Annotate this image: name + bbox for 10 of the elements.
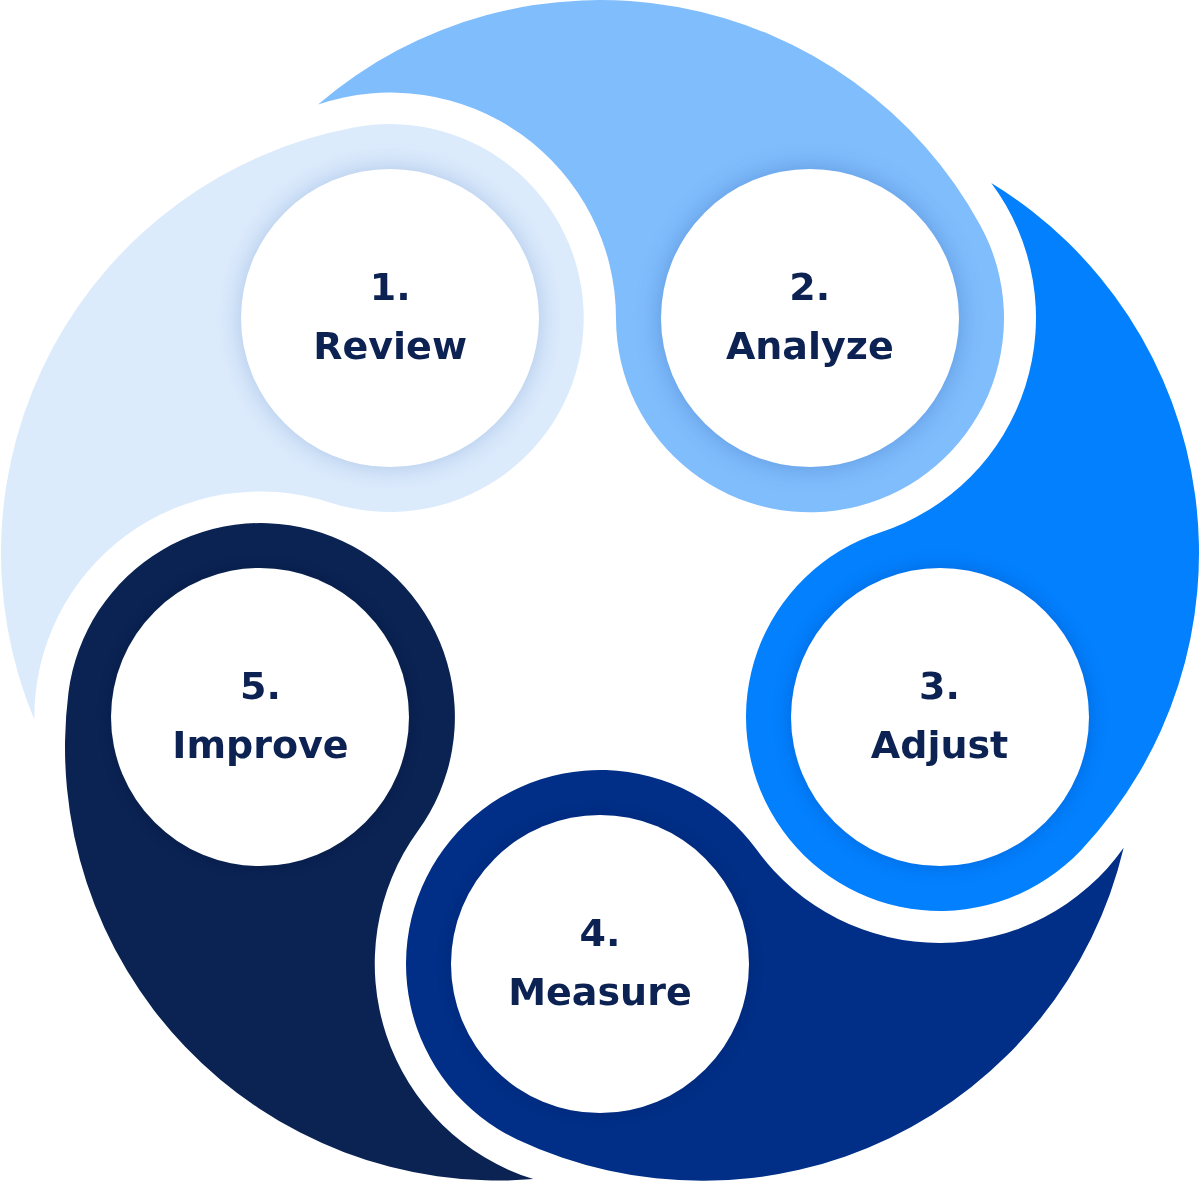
- step-label: Measure: [508, 969, 692, 1016]
- step-label: Improve: [172, 722, 349, 770]
- step-number: 3.: [919, 664, 960, 709]
- step-number: 4.: [579, 911, 621, 955]
- step-number: 1.: [369, 265, 411, 310]
- step-label: Adjust: [870, 722, 1009, 770]
- step-number: 2.: [789, 265, 831, 310]
- step-label: Analyze: [725, 323, 894, 371]
- step-label: Review: [313, 323, 467, 371]
- step-number: 5.: [240, 664, 281, 709]
